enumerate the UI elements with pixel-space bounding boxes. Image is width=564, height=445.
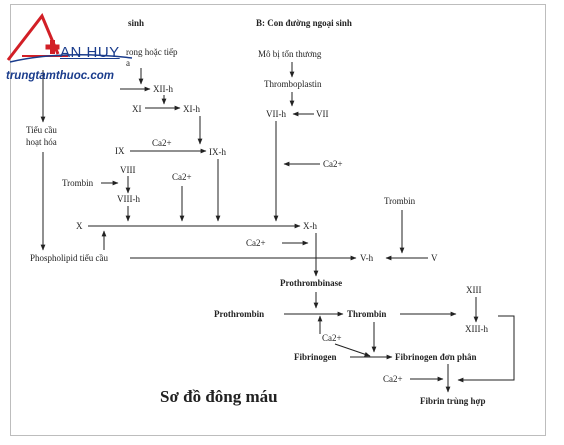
node-thrombin-viii: Trombin [62, 178, 94, 188]
node-thromboplastin: Thromboplastin [264, 79, 322, 89]
node-xii-h: XII-h [153, 84, 173, 94]
node-vii: VII [316, 109, 329, 119]
contact-activation-label-2: a [126, 58, 130, 68]
node-xiii: XIII [466, 285, 482, 295]
node-phospholipid: Phospholipid tiểu cầu [30, 253, 108, 263]
arrow-ca-to-fibrin [334, 343, 371, 357]
logo-mark-icon [6, 13, 133, 63]
node-vii-h: VII-h [266, 109, 286, 119]
ca-mid-label: Ca2+ [172, 172, 192, 182]
node-viii-h: VIII-h [117, 194, 140, 204]
ca-final-label: Ca2+ [383, 374, 403, 384]
node-v-h: V-h [360, 253, 374, 263]
header-extrinsic: B: Con đường ngoại sinh [256, 18, 352, 28]
node-fibrin-polymer: Fibrin trùng hợp [420, 396, 486, 406]
node-x-h: X-h [303, 221, 317, 231]
node-tissue-injury: Mô bị tổn thương [258, 49, 322, 59]
ca-ext-label: Ca2+ [323, 159, 343, 169]
node-ix-h: IX-h [209, 147, 226, 157]
node-platelet-activated: hoạt hóa [26, 137, 57, 147]
node-v: V [431, 253, 438, 263]
logo: AN HUY trungtamthuoc.com [2, 10, 142, 88]
node-fibrin-monomer: Fibrinogen đơn phân [395, 352, 477, 362]
arrow-xiiih-to-fibrin [457, 315, 515, 383]
node-thrombin-v: Trombin [384, 196, 416, 206]
diagram-caption: Sơ đồ đông máu [160, 387, 278, 406]
logo-url[interactable]: trungtamthuoc.com [6, 70, 114, 82]
node-prothrombinase: Prothrombinase [280, 278, 342, 288]
contact-activation-label: rong hoặc tiếp [126, 47, 178, 57]
header-intrinsic-fragment: sinh [128, 18, 144, 28]
node-xi-h: XI-h [183, 104, 200, 114]
node-viii: VIII [120, 165, 136, 175]
ca-x-label: Ca2+ [246, 238, 266, 248]
node-thrombin: Thrombin [347, 309, 386, 319]
ca-fib-label: Ca2+ [322, 333, 342, 343]
node-prothrombin: Prothrombin [214, 309, 264, 319]
node-xi: XI [132, 104, 142, 114]
ca-ix-label: Ca2+ [152, 138, 172, 148]
diagram-frame [10, 4, 546, 436]
node-fibrinogen: Fibrinogen [294, 352, 337, 362]
node-xiii-h: XIII-h [465, 324, 488, 334]
node-ix: IX [115, 146, 125, 156]
logo-name: AN HUY [60, 44, 120, 61]
node-platelet: Tiểu cầu [26, 125, 57, 135]
node-x: X [76, 221, 83, 231]
